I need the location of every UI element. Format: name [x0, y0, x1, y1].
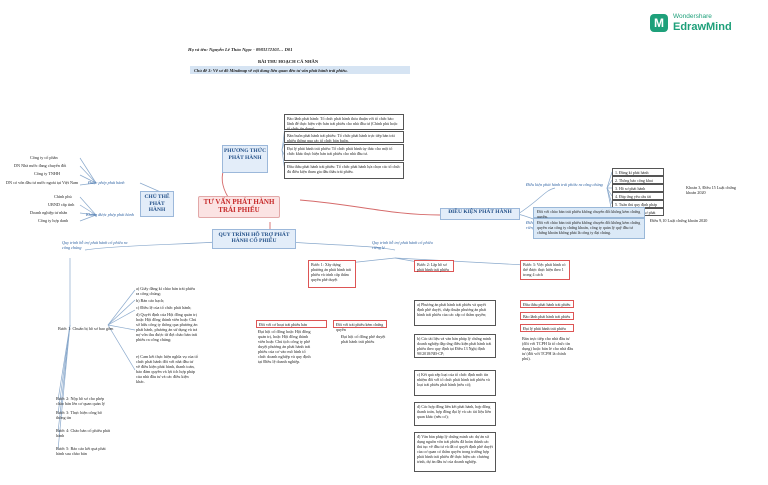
issuer-2: DN Nhà nước đang chuyển đổi	[14, 163, 67, 168]
individual-cond-item-1[interactable]: Đối với chào bán trái phiếu không chuyển…	[533, 207, 645, 219]
public-doc-c: c) Điều lệ của tổ chức phát hành;	[136, 305, 192, 310]
step3-item-2[interactable]: Bảo lãnh phát hành trái phiếu	[520, 312, 574, 320]
individual-conditions-note: Điều 9,10 Luật chứng khoán 2020	[650, 218, 708, 223]
central-topic[interactable]: TƯ VẤN PHÁT HÀNH TRÁI PHIẾU	[198, 196, 280, 218]
cond-item-1[interactable]: 1. Đăng kí phát hành	[612, 168, 664, 176]
subjects-node[interactable]: CHỦ THỂ PHÁT HÀNH	[140, 191, 174, 217]
private-process-label: Quy trình hỗ trợ phát hành cổ phiếu riên…	[372, 240, 433, 250]
cond-item-3[interactable]: 3. Hồ sơ phát hành	[612, 184, 664, 192]
method-node[interactable]: PHƯƠNG THỨC PHÁT HÀNH	[222, 145, 268, 173]
step2-item-b[interactable]: b) Các tài liệu và văn bản pháp lý chứng…	[414, 334, 496, 358]
public-doc-d: d) Quyết định của Hội đồng quản trị hoặc…	[136, 312, 198, 342]
private-step-2[interactable]: Bước 2: Lập hồ sơ phát hành trái phiếu	[414, 260, 454, 272]
step2-item-a[interactable]: a) Phương án phát hành trái phiếu và quy…	[414, 300, 496, 326]
non-issuer-2: UBND cấp tỉnh	[48, 202, 75, 207]
non-issuer-4: Công ty hợp danh	[38, 218, 69, 223]
support-node[interactable]: QUY TRÌNH HỖ TRỢ PHÁT HÀNH CỔ PHIẾU	[212, 229, 296, 249]
logo-line1: Wondershare	[673, 13, 712, 20]
cond-item-2[interactable]: 2. Thông báo công khai	[612, 176, 664, 184]
step1-b-text: Đại hội cổ đông phê duyệt phát hành trái…	[341, 334, 386, 344]
method-item-1[interactable]: Bảo lãnh phát hành: Tổ chức phát hành th…	[284, 114, 404, 130]
edrawmind-logo: M Wondershare EdrawMind	[650, 10, 760, 36]
public-doc-b: b) Bản cáo bạch;	[136, 298, 165, 303]
public-doc-a: a) Giấy đăng kí chào bán trái phiếu ra c…	[136, 286, 195, 296]
author-line: Họ và tên: Nguyễn Lê Thảo Ngọc - 0983172…	[188, 47, 293, 52]
public-process-label: Quy trình hỗ trợ phát hành cổ phiếu ra c…	[62, 240, 128, 250]
step2-item-d[interactable]: d) Các hợp đồng liên kết phát hành, hợp …	[414, 402, 496, 426]
step3-item-1[interactable]: Đấu thầu phát hành trái phiếu	[520, 300, 574, 308]
topic-banner: Chủ đề 3: Vẽ sơ đồ Mindmap về nội dung l…	[190, 66, 410, 74]
step1-a-label[interactable]: Đối với cơ hoạt trái phiếu bán	[256, 320, 327, 328]
public-conditions-note: Khoản 3, Điều 15 Luật chứng khoán 2020	[686, 185, 736, 195]
page-title: BÀI THU HOẠCH CÁ NHÂN	[258, 59, 319, 64]
issuer-4: DN có vốn đầu tư nước ngoài tại Việt Nam	[6, 180, 79, 185]
edrawmind-logo-icon: M	[650, 14, 668, 32]
public-step-5: Bước 5: Báo cáo kết quả phát hành sau ch…	[56, 446, 106, 456]
non-issuer-1: Chính phủ	[54, 194, 72, 199]
public-doc-e: e) Cam kết thực hiện nghĩa vụ của tổ chứ…	[136, 354, 198, 384]
method-item-4[interactable]: Đấu thầu phát hành trái phiếu: Tổ chức p…	[284, 162, 404, 179]
step3-item-3[interactable]: Đại lý phát hành trái phiếu	[520, 324, 574, 332]
issuer-1: Công ty cổ phần	[30, 155, 58, 160]
public-step-4: Bước 4: Chào bán cổ phiếu phát hành	[56, 428, 111, 438]
step2-item-c[interactable]: c) Kết quả xếp loại của tổ chức định mức…	[414, 370, 496, 396]
non-issuer-label: Không được phép phát hành	[86, 212, 134, 217]
method-item-2[interactable]: Bán buôn phát hành trái phiếu: Tổ chức p…	[284, 131, 404, 143]
logo-line2: EdrawMind	[673, 21, 732, 33]
public-step-2: Bước 2: Nộp hồ sơ cho phép chào bán lên …	[56, 396, 105, 406]
step1-b-label[interactable]: Đối với trái phiếu kèm chứng quyền	[333, 320, 387, 332]
cond-item-4[interactable]: 4. Đáp ứng yêu cầu tài chính	[612, 192, 664, 200]
topic-text: Chủ đề 3: Vẽ sơ đồ Mindmap về nội dung l…	[194, 67, 348, 73]
non-issuer-3: Doanh nghiệp tư nhân	[30, 210, 68, 215]
step1-a-text: Đại hội cổ đông hoặc Hội đồng quản trị, …	[258, 329, 311, 364]
step2-item-e[interactable]: đ) Văn bản pháp lý chứng minh các dự án …	[414, 432, 496, 472]
conditions-node[interactable]: ĐIỀU KIỆN PHÁT HÀNH	[440, 208, 520, 220]
method-item-3[interactable]: Đại lý phát hành trái phiếu: Tổ chức phá…	[284, 144, 404, 161]
private-step-1[interactable]: Bước 1: Xây dựng phương án phát hành trá…	[308, 260, 356, 288]
issuer-label: Được phép phát hành	[88, 180, 125, 185]
issuer-3: Công ty TNHH	[34, 171, 60, 176]
public-step-1: Bước 1: Chuẩn bị hồ sơ bao gồm	[58, 326, 114, 331]
step3-item-4: Bán trực tiếp cho nhà đầu tư (đối với TC…	[522, 336, 574, 361]
public-conditions-label: Điều kiện phát hành trái phiếu ra công c…	[526, 182, 603, 187]
individual-cond-item-2[interactable]: Đối với chào bán trái phiếu không chuyển…	[533, 218, 645, 239]
public-step-3: Bước 3: Thực hiện công bố thông tin	[56, 410, 102, 420]
private-step-3[interactable]: Bước 3: Việc phát hành có thể được thực …	[520, 260, 570, 280]
